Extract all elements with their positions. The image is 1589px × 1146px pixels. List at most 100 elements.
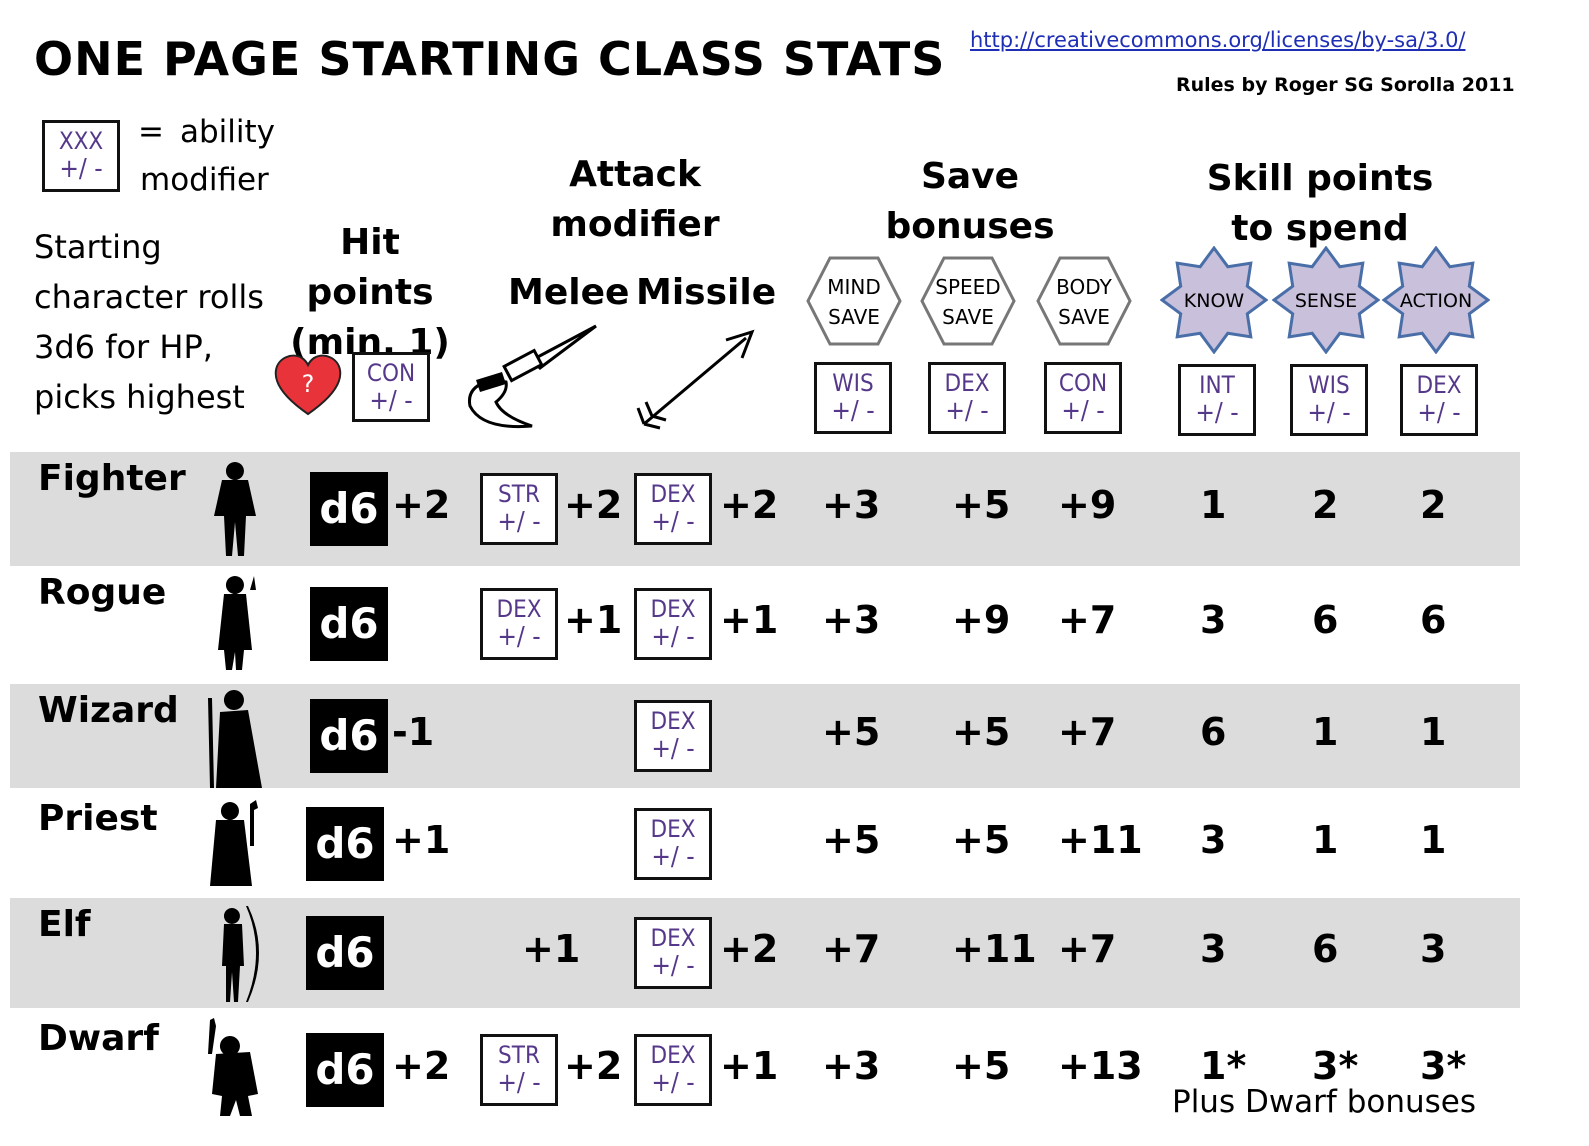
melee-bonus: +2	[564, 483, 623, 527]
class-figure-icon	[222, 906, 259, 1002]
mind-save-value: +3	[822, 598, 881, 642]
body-save-value: +9	[1058, 483, 1117, 527]
save-mod-box: WIS+/ -	[814, 362, 892, 434]
save-mod-box-sign: +/ -	[831, 396, 875, 426]
mind-save-value: +5	[822, 818, 881, 862]
legend-box-bottom: +/ -	[59, 154, 103, 184]
class-figure-icon	[218, 576, 256, 670]
know-points: 1	[1200, 483, 1227, 527]
save-hexagon-label: SAVE	[828, 305, 880, 329]
skill-header-line1: Skill points	[1206, 158, 1434, 199]
table-row-band	[10, 898, 1520, 1008]
save-mod-box-sign: +/ -	[1061, 396, 1105, 426]
hit-die: d6	[310, 472, 388, 546]
missile-mod-box-ability: DEX	[650, 1041, 696, 1069]
missile-mod-box-ability: DEX	[650, 924, 696, 952]
skill-star-label: SENSE	[1295, 290, 1357, 312]
class-figure-icon	[210, 800, 258, 886]
class-figure-icon	[208, 1018, 258, 1116]
skill-star-label: KNOW	[1184, 290, 1245, 312]
melee-mod-box: DEX+/ -	[480, 588, 558, 660]
skill-mod-box: WIS+/ -	[1290, 364, 1368, 436]
action-points: 2	[1420, 483, 1447, 527]
speed-save-value: +5	[952, 710, 1011, 754]
hp-bonus: +2	[392, 483, 451, 527]
hp-con-ab: CON	[366, 359, 416, 387]
hp-con-pm: +/ -	[369, 386, 413, 416]
save-mod-box: DEX+/ -	[928, 362, 1006, 434]
license-link[interactable]: http://creativecommons.org/licenses/by-s…	[970, 28, 1466, 52]
missile-mod-box-ability: DEX	[650, 815, 696, 843]
skill-mod-box-ability: WIS	[1308, 371, 1350, 399]
missile-mod-box-ability: DEX	[650, 480, 696, 508]
attack-header: Attack modifier	[520, 150, 750, 250]
sense-points: 1	[1312, 818, 1339, 862]
melee-header: Melee	[508, 272, 630, 313]
intro-line: Starting	[34, 228, 162, 266]
table-row-band	[10, 452, 1520, 566]
intro-line: character rolls	[34, 278, 264, 316]
page-title: ONE PAGE STARTING CLASS STATS	[34, 32, 946, 86]
action-points: 3*	[1420, 1044, 1467, 1088]
missile-mod-box-sign: +/ -	[651, 1068, 695, 1098]
missile-mod-box-ability: DEX	[650, 595, 696, 623]
melee-bonus: +1	[522, 927, 581, 971]
melee-mod-box-sign: +/ -	[497, 1068, 541, 1098]
attack-header-line2: modifier	[550, 204, 720, 245]
missile-mod-box-sign: +/ -	[651, 951, 695, 981]
skill-mod-box: DEX+/ -	[1400, 364, 1478, 436]
missile-bonus: +2	[720, 927, 779, 971]
save-header: Save bonuses	[870, 152, 1070, 252]
hit-die: d6	[310, 587, 388, 661]
body-save-value: +7	[1058, 598, 1117, 642]
skill-mod-box-sign: +/ -	[1195, 398, 1239, 428]
skill-mod-box-ability: DEX	[1416, 371, 1462, 399]
save-mod-box-ability: WIS	[832, 369, 874, 397]
legend-line2: modifier	[140, 162, 269, 198]
save-hexagon-label: SAVE	[1058, 305, 1110, 329]
body-save-value: +13	[1058, 1044, 1143, 1088]
speed-save-value: +5	[952, 1044, 1011, 1088]
missile-header: Missile	[636, 272, 777, 313]
know-points: 3	[1200, 598, 1227, 642]
sense-points: 6	[1312, 927, 1339, 971]
intro-line: 3d6 for HP,	[34, 328, 213, 366]
missile-bonus: +1	[720, 598, 779, 642]
skill-header-line2: to spend	[1231, 208, 1409, 249]
hp-bonus: -1	[392, 710, 435, 754]
body-save-value: +11	[1058, 818, 1143, 862]
save-mod-box-sign: +/ -	[945, 396, 989, 426]
skill-star-label: ACTION	[1400, 290, 1472, 312]
class-name: Priest	[38, 798, 158, 839]
missile-mod-box: DEX+/ -	[634, 588, 712, 660]
skill-header: Skill points to spend	[1200, 154, 1440, 254]
save-mod-box: CON+/ -	[1044, 362, 1122, 434]
skill-mod-box-ability: INT	[1199, 371, 1235, 399]
save-mod-box-ability: DEX	[944, 369, 990, 397]
sense-points: 2	[1312, 483, 1339, 527]
mind-save-value: +3	[822, 483, 881, 527]
missile-mod-box: DEX+/ -	[634, 473, 712, 545]
class-name: Fighter	[38, 458, 186, 499]
missile-mod-box: DEX+/ -	[634, 700, 712, 772]
legend-modifier-box: XXX +/ -	[42, 120, 120, 192]
hit-die: d6	[306, 807, 384, 881]
mind-save-value: +5	[822, 710, 881, 754]
know-points: 3	[1200, 818, 1227, 862]
save-header-line2: bonuses	[885, 206, 1055, 247]
missile-mod-box: DEX+/ -	[634, 808, 712, 880]
skill-mod-box-sign: +/ -	[1417, 398, 1461, 428]
save-header-line1: Save	[920, 156, 1020, 197]
legend-line1: ability	[180, 114, 276, 150]
missile-mod-box-sign: +/ -	[651, 734, 695, 764]
hp-bonus: +2	[392, 1044, 451, 1088]
melee-mod-box-ability: STR	[498, 480, 540, 508]
skill-star-icon: KNOW	[1160, 246, 1268, 354]
body-save-value: +7	[1058, 710, 1117, 754]
hit-die: d6	[306, 1033, 384, 1107]
save-hexagon-label: SPEED	[935, 275, 1000, 299]
sense-points: 3*	[1312, 1044, 1359, 1088]
melee-mod-box-sign: +/ -	[497, 622, 541, 652]
